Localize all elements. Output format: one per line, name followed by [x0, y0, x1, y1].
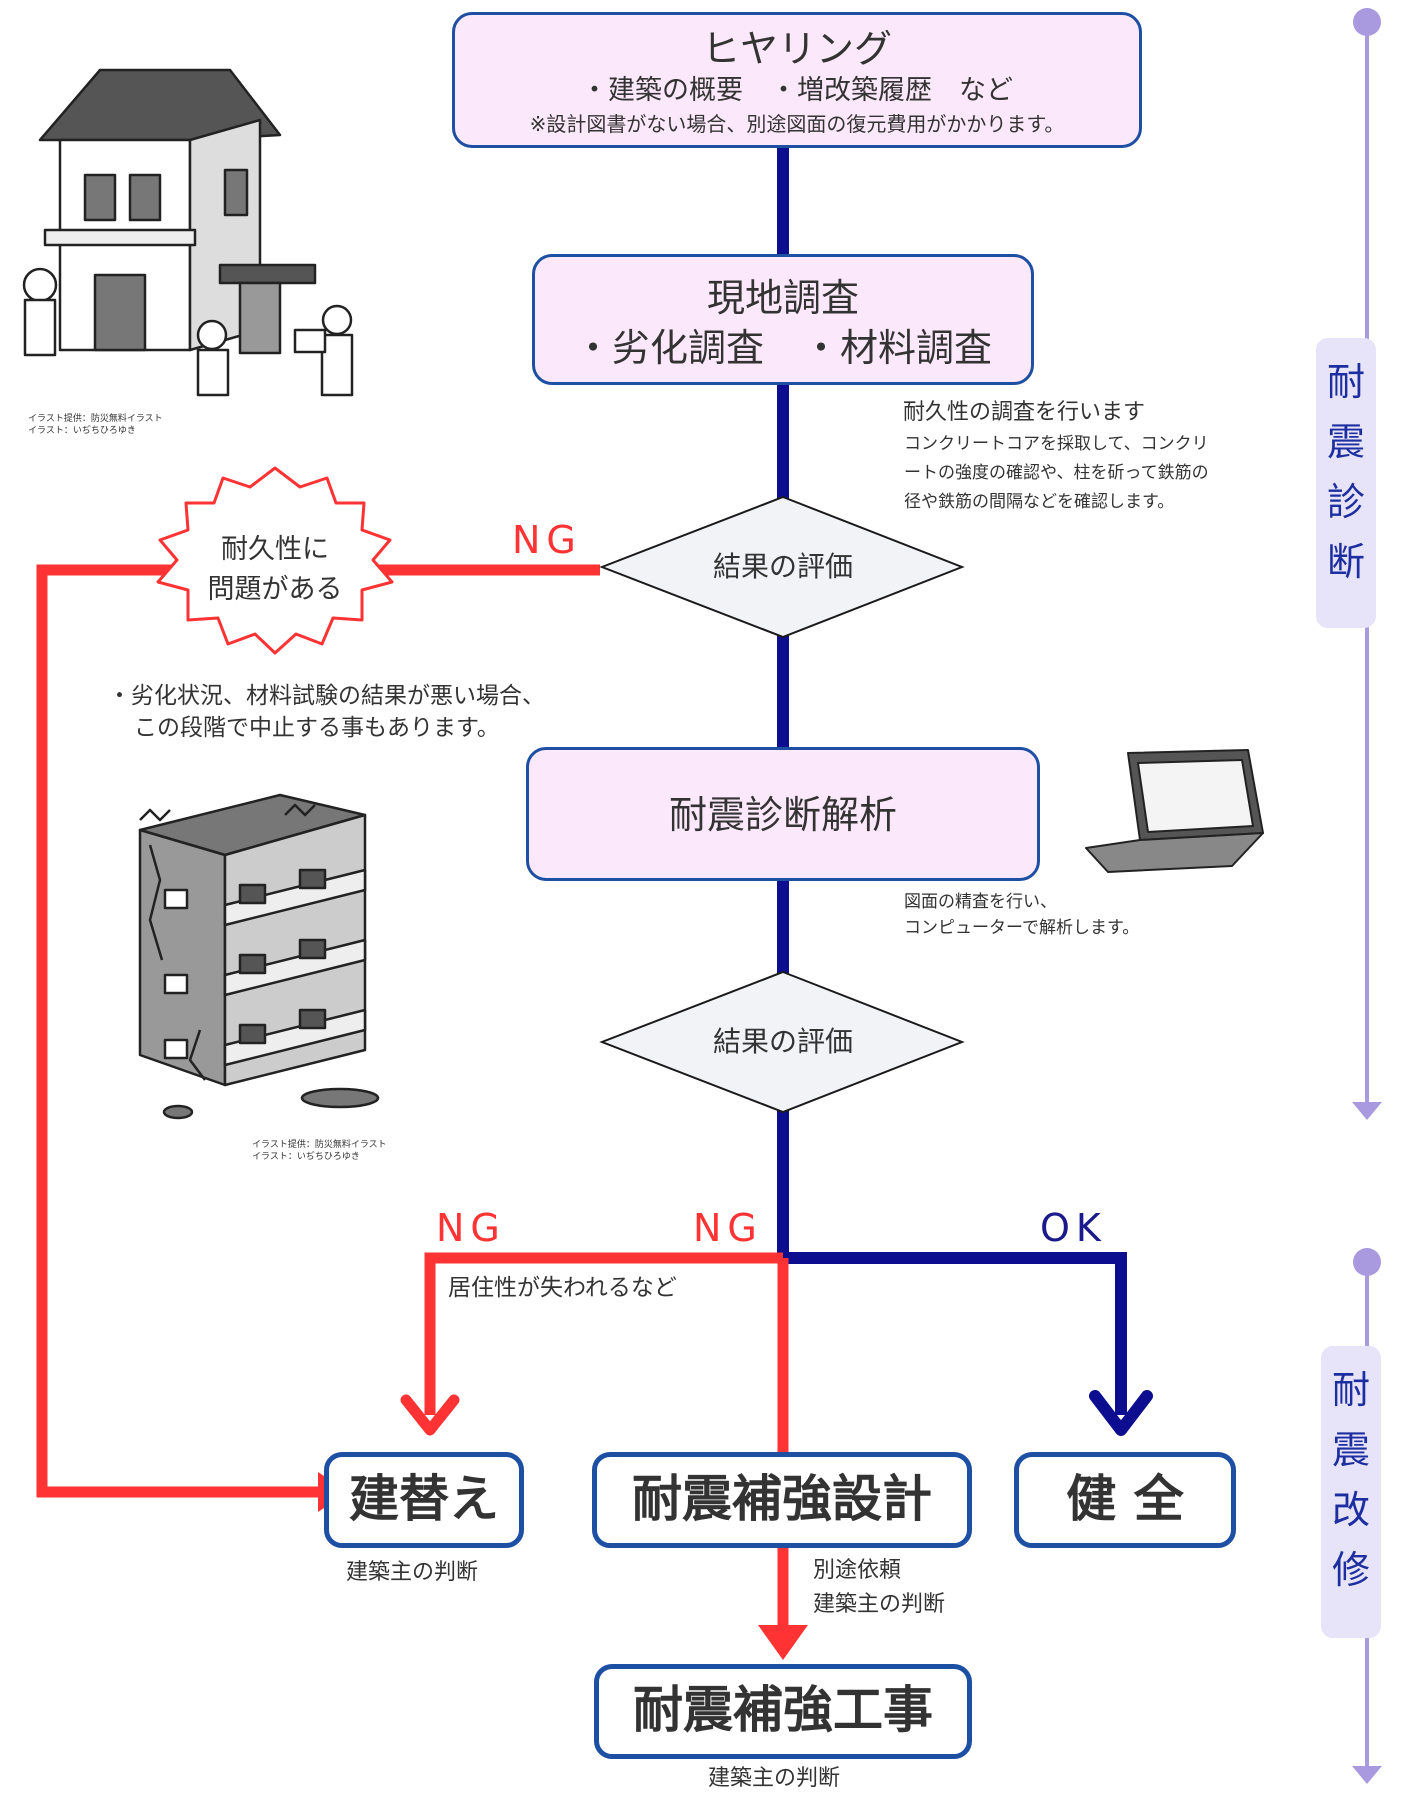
- side-retrofit-char-2: 震: [1331, 1428, 1370, 1472]
- side-retrofit-char-3: 改: [1331, 1488, 1370, 1532]
- damaged-building-illustration: [138, 793, 380, 1120]
- seismic-work-box: 耐震補強工事: [594, 1664, 972, 1759]
- seismic-work-note: 建築主の判断: [708, 1766, 841, 1791]
- analysis-note-line1: 図面の精査を行い、: [904, 892, 1057, 912]
- decision-1-label: 結果の評価: [712, 550, 853, 583]
- side-diagnosis-char-4: 断: [1326, 540, 1365, 584]
- analysis-note-line2: コンピューターで解析します。: [904, 918, 1140, 938]
- side-retrofit-char-1: 耐: [1331, 1368, 1370, 1412]
- sound-label: 健 全: [1066, 1470, 1184, 1528]
- burst-line2: 問題がある: [207, 574, 343, 605]
- decision-1-ng-label: NG: [512, 518, 582, 562]
- burst-line1: 耐久性に: [221, 534, 329, 565]
- side-diagnosis-char-2: 震: [1326, 420, 1365, 464]
- building-credit-line1: イラスト提供：防災無料イラスト: [252, 1140, 387, 1150]
- hearing-title: ヒヤリング: [701, 27, 892, 71]
- side-diagnosis-char-3: 診: [1326, 480, 1365, 524]
- ng-arrowhead-left: [400, 1394, 460, 1436]
- decision-diamond-2: [599, 970, 965, 1114]
- ng-branch-line-left: [424, 1252, 783, 1415]
- side-label-diagnosis: 耐 震 診 断: [1316, 338, 1376, 628]
- side-dot-diagnosis: [1353, 8, 1381, 36]
- house-credit-line2: イラスト：いぢちひろゆき: [28, 426, 136, 436]
- rebuild-note: 建築主の判断: [346, 1560, 479, 1585]
- side-label-retrofit: 耐 震 改 修: [1321, 1346, 1381, 1638]
- side-dot-retrofit: [1353, 1248, 1381, 1276]
- stop-note-line1: ・劣化状況、材料試験の結果が悪い場合、: [108, 683, 545, 709]
- rebuild-label: 建替え: [349, 1470, 499, 1528]
- building-credit-line2: イラスト：いぢちひろゆき: [252, 1152, 360, 1162]
- rebuild-box: 建替え: [324, 1452, 524, 1548]
- analysis-title: 耐震診断解析: [668, 793, 897, 837]
- seismic-design-label: 耐震補強設計: [632, 1470, 932, 1528]
- seismic-work-label: 耐震補強工事: [633, 1681, 933, 1739]
- decision-2-ng-center-label: NG: [693, 1206, 763, 1250]
- side-arrowhead-retrofit: [1352, 1766, 1382, 1784]
- decision-2-ng-left-label: NG: [436, 1206, 506, 1250]
- hearing-box: ヒヤリング ・建築の概要 ・増改築履歴 など ※設計図書がない場合、別途図面の復…: [452, 12, 1142, 148]
- seismic-design-box: 耐震補強設計: [592, 1452, 972, 1548]
- stop-note-line2: この段階で中止する事もあります。: [134, 715, 500, 741]
- side-arrowhead-diagnosis: [1352, 1102, 1382, 1120]
- hearing-items: ・建築の概要 ・増改築履歴 など: [581, 75, 1013, 106]
- decision-2-ok-label: OK: [1040, 1206, 1107, 1250]
- burst-shape: [156, 466, 394, 655]
- site-survey-items: ・劣化調査 ・材料調査: [573, 326, 992, 370]
- analysis-box: 耐震診断解析: [526, 747, 1040, 881]
- ok-arrowhead: [1089, 1390, 1153, 1436]
- durability-note-heading: 耐久性の調査を行います: [903, 400, 1146, 425]
- seismic-design-note2: 建築主の判断: [813, 1592, 946, 1617]
- durability-note-line3: 径や鉄筋の間隔などを確認します。: [904, 492, 1175, 512]
- ok-branch-line: [783, 1252, 1127, 1415]
- decision-2-label: 結果の評価: [712, 1025, 853, 1058]
- habitability-note: 居住性が失われるなど: [448, 1275, 677, 1301]
- side-retrofit-char-4: 修: [1331, 1548, 1370, 1592]
- site-survey-box: 現地調査 ・劣化調査 ・材料調査: [532, 254, 1034, 385]
- sound-box: 健 全: [1014, 1452, 1236, 1548]
- house-illustration: [22, 68, 354, 397]
- laptop-illustration: [1085, 749, 1264, 873]
- durability-note-line1: コンクリートコアを採取して、コンクリ: [904, 434, 1209, 454]
- design-to-work-arrowhead: [758, 1625, 808, 1660]
- hearing-note: ※設計図書がない場合、別途図面の復元費用がかかります。: [529, 112, 1065, 136]
- side-diagnosis-char-1: 耐: [1326, 360, 1365, 404]
- site-survey-title: 現地調査: [706, 276, 859, 320]
- seismic-design-note1: 別途依頼: [813, 1558, 902, 1583]
- decision-diamond-1: [599, 495, 965, 639]
- house-credit-line1: イラスト提供：防災無料イラスト: [28, 414, 163, 424]
- durability-note-line2: ートの強度の確認や、柱を斫って鉄筋の: [904, 463, 1209, 483]
